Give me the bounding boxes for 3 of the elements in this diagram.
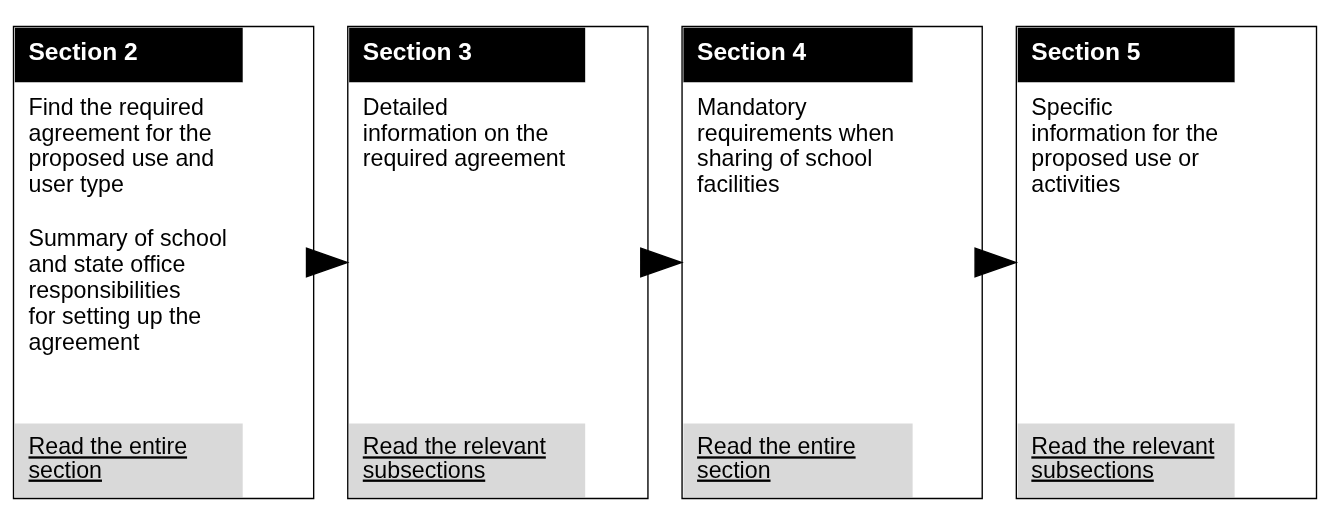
arrow <box>974 246 1019 278</box>
arrow <box>305 246 350 278</box>
arrow <box>640 246 684 278</box>
